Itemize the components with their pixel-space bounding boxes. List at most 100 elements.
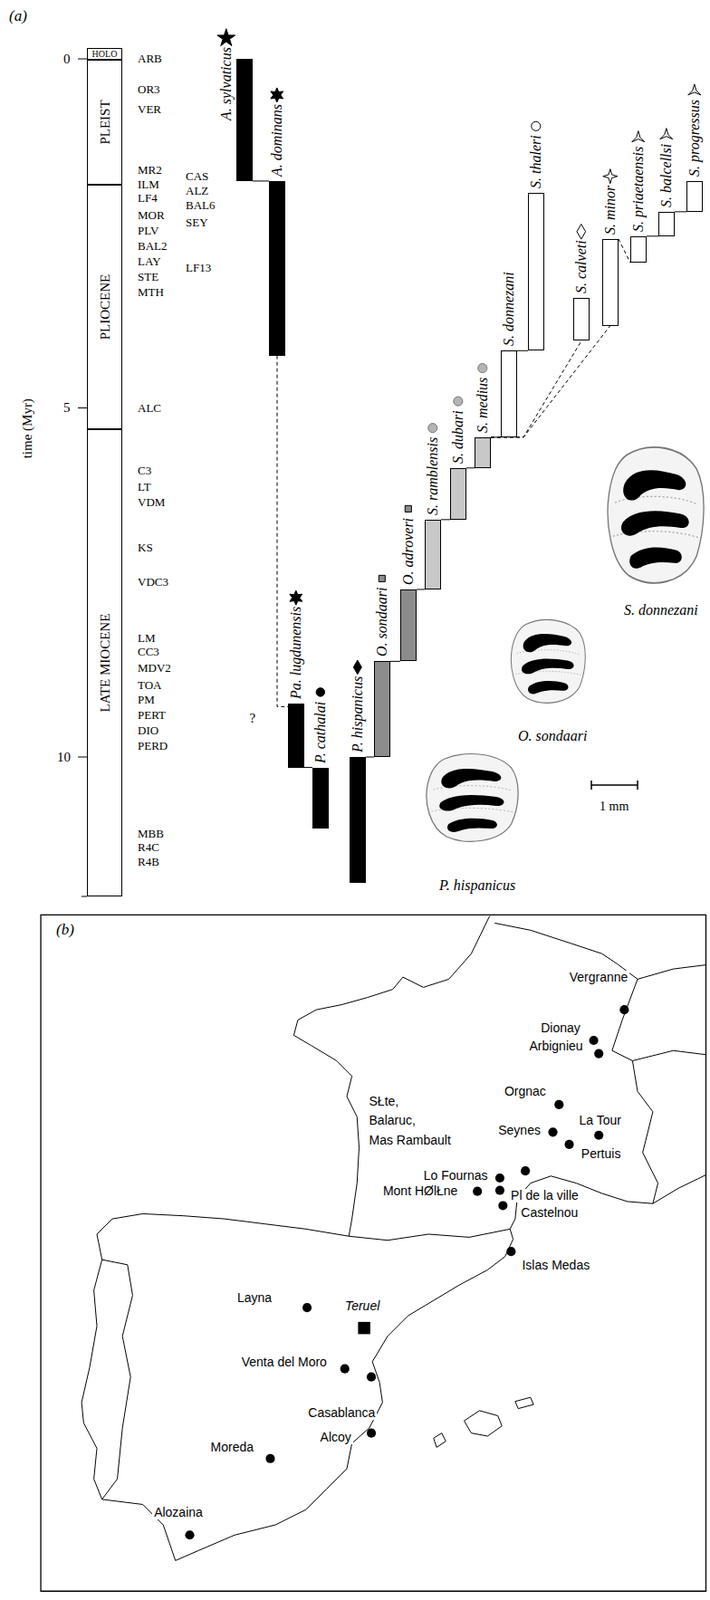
epoch-name: LATE MIOCENE [97, 613, 112, 712]
uncertainty-mark: ? [248, 710, 259, 727]
epoch-name: HOLO [92, 49, 118, 59]
epoch-name: PLIOCENE [97, 273, 112, 340]
range-bar: S. thaleri [527, 192, 545, 351]
lineage-connector [490, 436, 501, 438]
locality-name: Balaruc, [367, 1113, 418, 1128]
scale-label: 1 mm [597, 799, 631, 814]
locality-name: La Tour [577, 1113, 624, 1128]
locality-name: Castelnou [518, 1206, 580, 1220]
species-symbol [378, 575, 385, 582]
lineage-connector [618, 239, 631, 263]
species-symbol [217, 28, 236, 47]
lineage-connector [490, 340, 582, 437]
site-code: SEY [183, 216, 211, 230]
epoch-band: LATE MIOCENE [86, 429, 123, 897]
site-code: ALC [135, 402, 164, 415]
panel-letter: (b) [54, 921, 77, 940]
species-name: P. hispanicus [349, 676, 366, 753]
locality-name: Venta del Moro [239, 1355, 329, 1370]
epoch-band: PLIOCENE [86, 184, 123, 430]
locality-name: Moreda [209, 1440, 256, 1455]
locality-name: Layna [235, 1291, 274, 1305]
species-symbol [404, 505, 412, 512]
species-symbol [603, 169, 618, 184]
site-code: LT [135, 480, 154, 494]
species-symbol [688, 84, 701, 96]
axis-ticks [77, 58, 87, 897]
epoch-band: HOLO [86, 47, 123, 60]
lineage-connector [252, 180, 269, 182]
species-name: S. donnezani [500, 271, 518, 346]
lineage-connector [517, 350, 528, 352]
locality-name: Pl de la ville [508, 1189, 581, 1203]
site-code: LF13 [183, 261, 213, 275]
site-code: ARB [135, 52, 164, 66]
lineage-connector [441, 518, 451, 520]
locality-name: Pertuis [579, 1147, 624, 1161]
axis-title: time (Myr) [19, 396, 36, 461]
species-symbol [289, 590, 303, 605]
site-code: MTH [135, 286, 166, 299]
range-bar: S. ramblensis [424, 519, 442, 590]
species-symbol [660, 128, 673, 140]
lineage-connector [416, 588, 425, 590]
site-code: PLV [135, 224, 161, 238]
locality-name: SŁte, [367, 1094, 402, 1109]
range-bar: S. donnezani [500, 350, 518, 438]
tooth-caption: P. hispanicus [437, 877, 518, 894]
site-code: PM [135, 693, 157, 707]
species-name: A. sylvaticus [218, 47, 235, 121]
range-bar: O. sondaari [374, 661, 391, 758]
site-code: OR3 [135, 83, 163, 96]
locality-name: Alozaina [152, 1506, 205, 1520]
species-name: S. balcellsi [658, 143, 675, 208]
axis-tick-label: 0 [61, 51, 73, 68]
locality-name: Seynes [496, 1123, 543, 1138]
species-symbol [353, 660, 362, 675]
locality-name: Arbignieu [527, 1039, 585, 1054]
lineage-connector [365, 757, 375, 758]
site-code: ILM [135, 178, 162, 192]
species-name: A. dominans [268, 104, 286, 177]
species-name: O. adroveri [400, 518, 417, 586]
site-code: VDM [135, 496, 167, 509]
site-code: VDC3 [135, 575, 171, 589]
locality-name: Vergranne [567, 970, 631, 985]
range-bar: P. cathalai [312, 767, 329, 830]
locality-dots [184, 1005, 629, 1540]
locality-name: Casablanca [306, 1406, 377, 1420]
species-name: S. dubari [450, 410, 467, 464]
species-name: S. progressus [686, 99, 703, 177]
species-name: S. minor [602, 185, 619, 235]
site-code: PERT [135, 709, 168, 722]
site-code: BAL2 [135, 239, 170, 253]
species-name: P. cathalai [312, 700, 329, 763]
species-name: Pa. lugdunensis [287, 606, 305, 700]
site-code: CC3 [135, 645, 162, 659]
site-code: R4B [135, 855, 162, 869]
species-name: S. ramblensis [424, 437, 442, 516]
range-bar: S. calveti [573, 297, 590, 341]
lineage-connector [304, 767, 313, 768]
species-symbol [270, 87, 284, 103]
scale-bar [591, 780, 638, 790]
site-code: MOR [135, 209, 167, 222]
site-code: R4C [135, 841, 162, 854]
site-code: LM [135, 632, 158, 645]
locality-name: Mont HØlŁne [381, 1184, 460, 1199]
species-name: S. thaleri [527, 134, 545, 189]
site-code: KS [135, 541, 155, 555]
tooth-caption: S. donnezani [622, 602, 701, 619]
species-symbols [217, 28, 701, 697]
range-bar: S. dubari [450, 468, 467, 520]
axis-tick-label: 10 [55, 749, 73, 766]
site-code: CAS [183, 170, 211, 183]
range-bar: P. hispanicus [349, 757, 366, 883]
locality-name: Dionay [538, 1021, 583, 1036]
site-code: C3 [135, 464, 154, 478]
lineage-connector [390, 661, 401, 663]
site-code: MBB [135, 827, 166, 841]
species-symbol [576, 223, 586, 240]
epoch-name: PLEIST [97, 99, 112, 144]
site-code: PERD [135, 739, 170, 753]
